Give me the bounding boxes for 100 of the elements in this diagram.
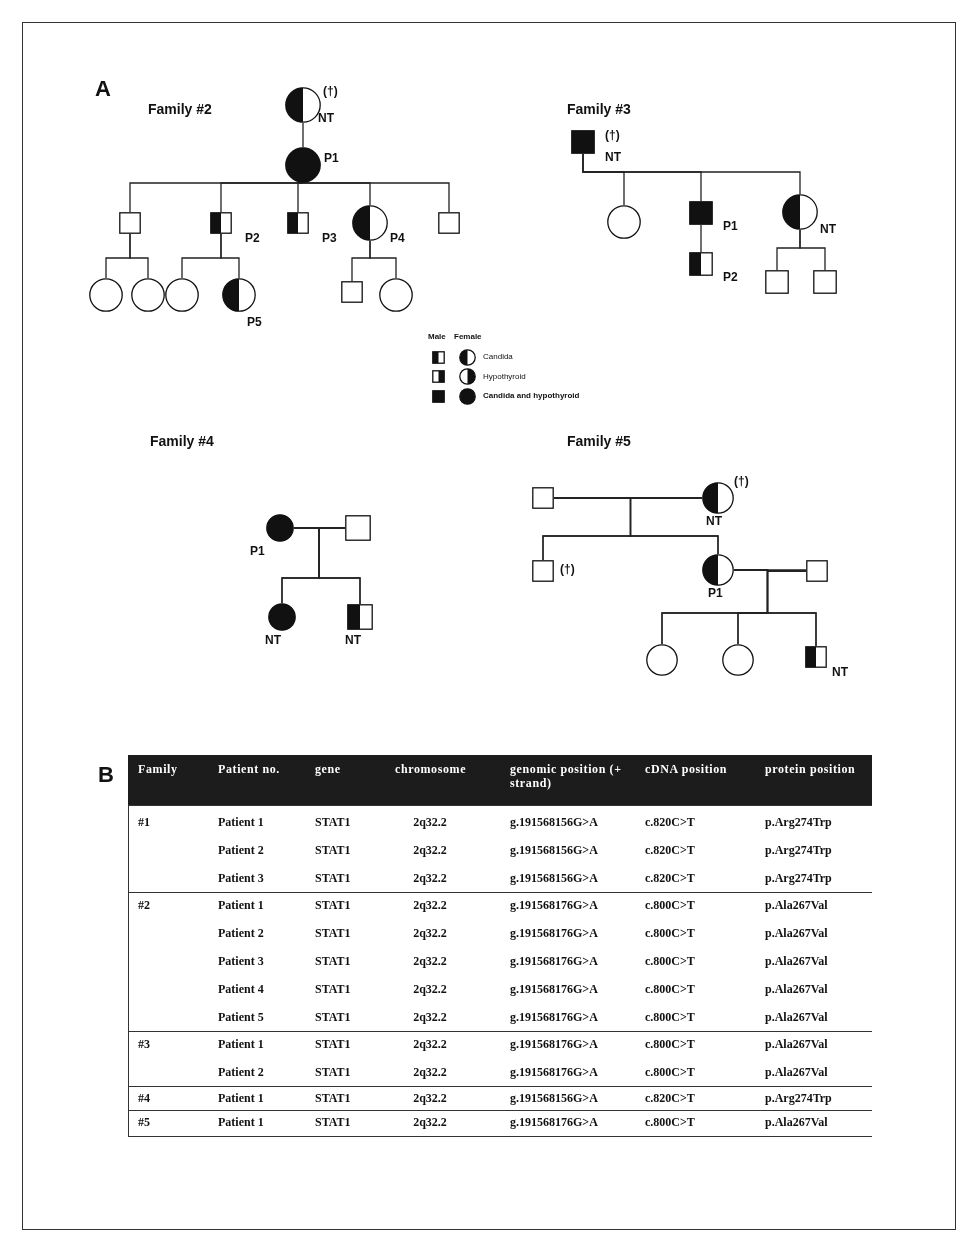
table-cell-text: p.Arg274Trp (765, 871, 833, 885)
individual-label: P1 (250, 544, 265, 558)
table-header-cell-text: genomic position (+ strand) (510, 762, 623, 790)
empty-square-symbol (532, 487, 554, 509)
table-cell-text: g.191568156G>A (510, 871, 599, 885)
empty-circle-symbol (607, 205, 641, 239)
individual-label: (†) (734, 474, 749, 488)
legend-text: Candida (483, 352, 513, 362)
table-cell-text: 2q32.2 (412, 871, 448, 885)
empty-square-symbol (765, 270, 789, 294)
pedigree-line (129, 233, 149, 279)
legend-heading: Female (454, 331, 482, 342)
table-cell-text: p.Ala267Val (765, 1065, 829, 1079)
table-cell-text: g.191568176G>A (510, 926, 599, 940)
table-cell-text: g.191568156G>A (510, 815, 599, 829)
individual-label: (†) (605, 128, 620, 142)
table-header-cell-text: Family (138, 762, 179, 776)
empty-square-symbol (438, 212, 460, 234)
pedigree-line (369, 240, 397, 279)
table-cell-text: c.820C>T (645, 843, 696, 857)
table-cell-text: Patient 3 (218, 871, 265, 885)
table-cell-text: p.Arg274Trp (765, 815, 833, 829)
table-cell-text: Patient 1 (218, 1037, 265, 1051)
table-cell-text: g.191568176G>A (510, 1065, 599, 1079)
table-cell-text: STAT1 (315, 1037, 352, 1051)
table-cell-text: p.Ala267Val (765, 926, 829, 940)
table-cell-text: STAT1 (315, 871, 352, 885)
table-cell-text: STAT1 (315, 898, 352, 912)
table-cell-text: p.Arg274Trp (765, 1091, 833, 1105)
table-cell-text: STAT1 (315, 1010, 352, 1024)
half-shaded-square-symbol (347, 604, 373, 630)
empty-circle-symbol (165, 278, 199, 312)
empty-square-symbol (813, 270, 837, 294)
pedigree-line (302, 182, 450, 213)
table-cell-text: p.Ala267Val (765, 1037, 829, 1051)
pedigree-line (799, 229, 826, 271)
empty-circle-symbol (379, 278, 413, 312)
half-shaded-square-symbol (805, 646, 827, 668)
table-cell-text: 2q32.2 (412, 898, 448, 912)
half-shaded-circle-symbol (352, 205, 388, 241)
individual-label: NT (318, 111, 334, 125)
empty-square-symbol (345, 515, 371, 541)
table-cell-text: 2q32.2 (412, 1065, 448, 1079)
table-cell-text: #5 (138, 1115, 151, 1129)
panel-letter: A (95, 76, 111, 101)
table-cell-text: #3 (138, 1037, 151, 1051)
table-cell-text: STAT1 (315, 1091, 352, 1105)
table-cell-text: 2q32.2 (412, 1115, 448, 1129)
table-cell-text: Patient 2 (218, 926, 265, 940)
table-cell-text: g.191568176G>A (510, 1115, 599, 1129)
table-header-cell-text: chromosome (395, 762, 468, 776)
table-cell-text: STAT1 (315, 954, 352, 968)
table-cell-text: g.191568176G>A (510, 1010, 599, 1024)
empty-square-symbol (341, 281, 363, 303)
shaded-circle-symbol (285, 147, 321, 183)
table-cell-text: Patient 4 (218, 982, 265, 996)
pedigree-line (766, 570, 817, 647)
table-cell-text: 2q32.2 (412, 1091, 448, 1105)
legend-text: Hypothyroid (483, 371, 526, 382)
table-cell-text: STAT1 (315, 1115, 352, 1129)
legend-text: Candida and hypothyroid (483, 391, 580, 401)
table-cell-text: g.191568176G>A (510, 982, 599, 996)
individual-label: NT (265, 633, 281, 647)
pedigree-line (629, 497, 719, 555)
table-cell-text: p.Ala267Val (765, 954, 829, 968)
table-cell-text: c.800C>T (645, 1010, 696, 1024)
individual-label: NT (605, 150, 621, 164)
individual-label: P5 (247, 315, 262, 329)
table-cell-text: #2 (138, 898, 151, 912)
table-cell-text: STAT1 (315, 843, 352, 857)
pedigree-line (302, 122, 304, 148)
table-cell-text: 2q32.2 (412, 926, 448, 940)
table-cell-text: p.Ala267Val (765, 1010, 829, 1024)
individual-label: P1 (324, 151, 339, 165)
pedigree-line (220, 233, 240, 279)
table-cell-text: STAT1 (315, 815, 352, 829)
table-cell-text: p.Ala267Val (765, 898, 829, 912)
half-shaded-circle-symbol (222, 278, 256, 312)
half-shaded-square-symbol (287, 212, 309, 234)
table-header-cell-text: protein position (765, 762, 857, 776)
empty-circle-symbol (89, 278, 123, 312)
table-cell-text: 2q32.2 (412, 1037, 448, 1051)
table-cell-text: c.800C>T (645, 1065, 696, 1079)
table-cell-text: g.191568156G>A (510, 843, 599, 857)
empty-circle-symbol (131, 278, 165, 312)
individual-label: NT (706, 514, 722, 528)
pedigree-line (582, 153, 801, 195)
table-cell-text: p.Ala267Val (765, 982, 829, 996)
family-title: Family #2 (148, 101, 212, 118)
empty-square-symbol (119, 212, 141, 234)
table-cell-text: 2q32.2 (412, 843, 448, 857)
table-cell-text: c.800C>T (645, 954, 696, 968)
pedigree-line (297, 182, 304, 213)
individual-label: NT (832, 665, 848, 679)
family-title: Family #4 (150, 433, 214, 450)
table-cell-text: p.Arg274Trp (765, 843, 833, 857)
family-title: Family #5 (567, 433, 631, 450)
table-cell-text: g.191568176G>A (510, 954, 599, 968)
individual-label: P4 (390, 231, 405, 245)
table-cell-text: p.Ala267Val (765, 1115, 829, 1129)
